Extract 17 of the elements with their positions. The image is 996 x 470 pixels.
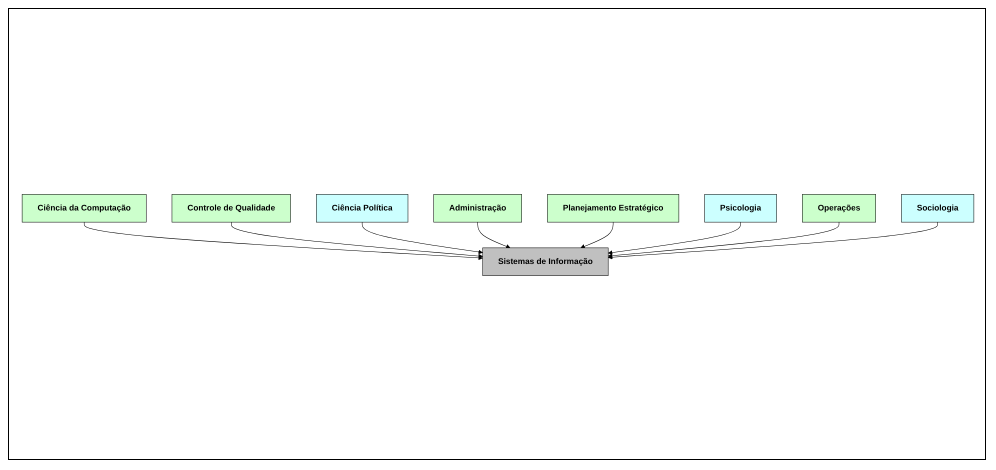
arrow — [231, 222, 483, 258]
node-box: Controle de Qualidade — [172, 194, 291, 222]
node-box: Psicologia — [704, 194, 777, 222]
node-box: Sociologia — [901, 194, 974, 222]
arrow — [84, 222, 483, 260]
arrow — [608, 222, 741, 255]
node-box: Planejamento Estratégico — [547, 194, 680, 222]
arrow — [477, 222, 510, 248]
arrow — [362, 222, 483, 254]
arrow — [608, 222, 938, 260]
node-box: Ciência Política — [316, 194, 408, 222]
node-box: Operações — [802, 194, 876, 222]
arrow — [608, 222, 840, 258]
node-box: Administração — [433, 194, 522, 222]
node-box: Sistemas de Informação — [482, 248, 608, 276]
arrow — [580, 222, 614, 248]
node-box: Ciência da Computação — [22, 194, 146, 222]
